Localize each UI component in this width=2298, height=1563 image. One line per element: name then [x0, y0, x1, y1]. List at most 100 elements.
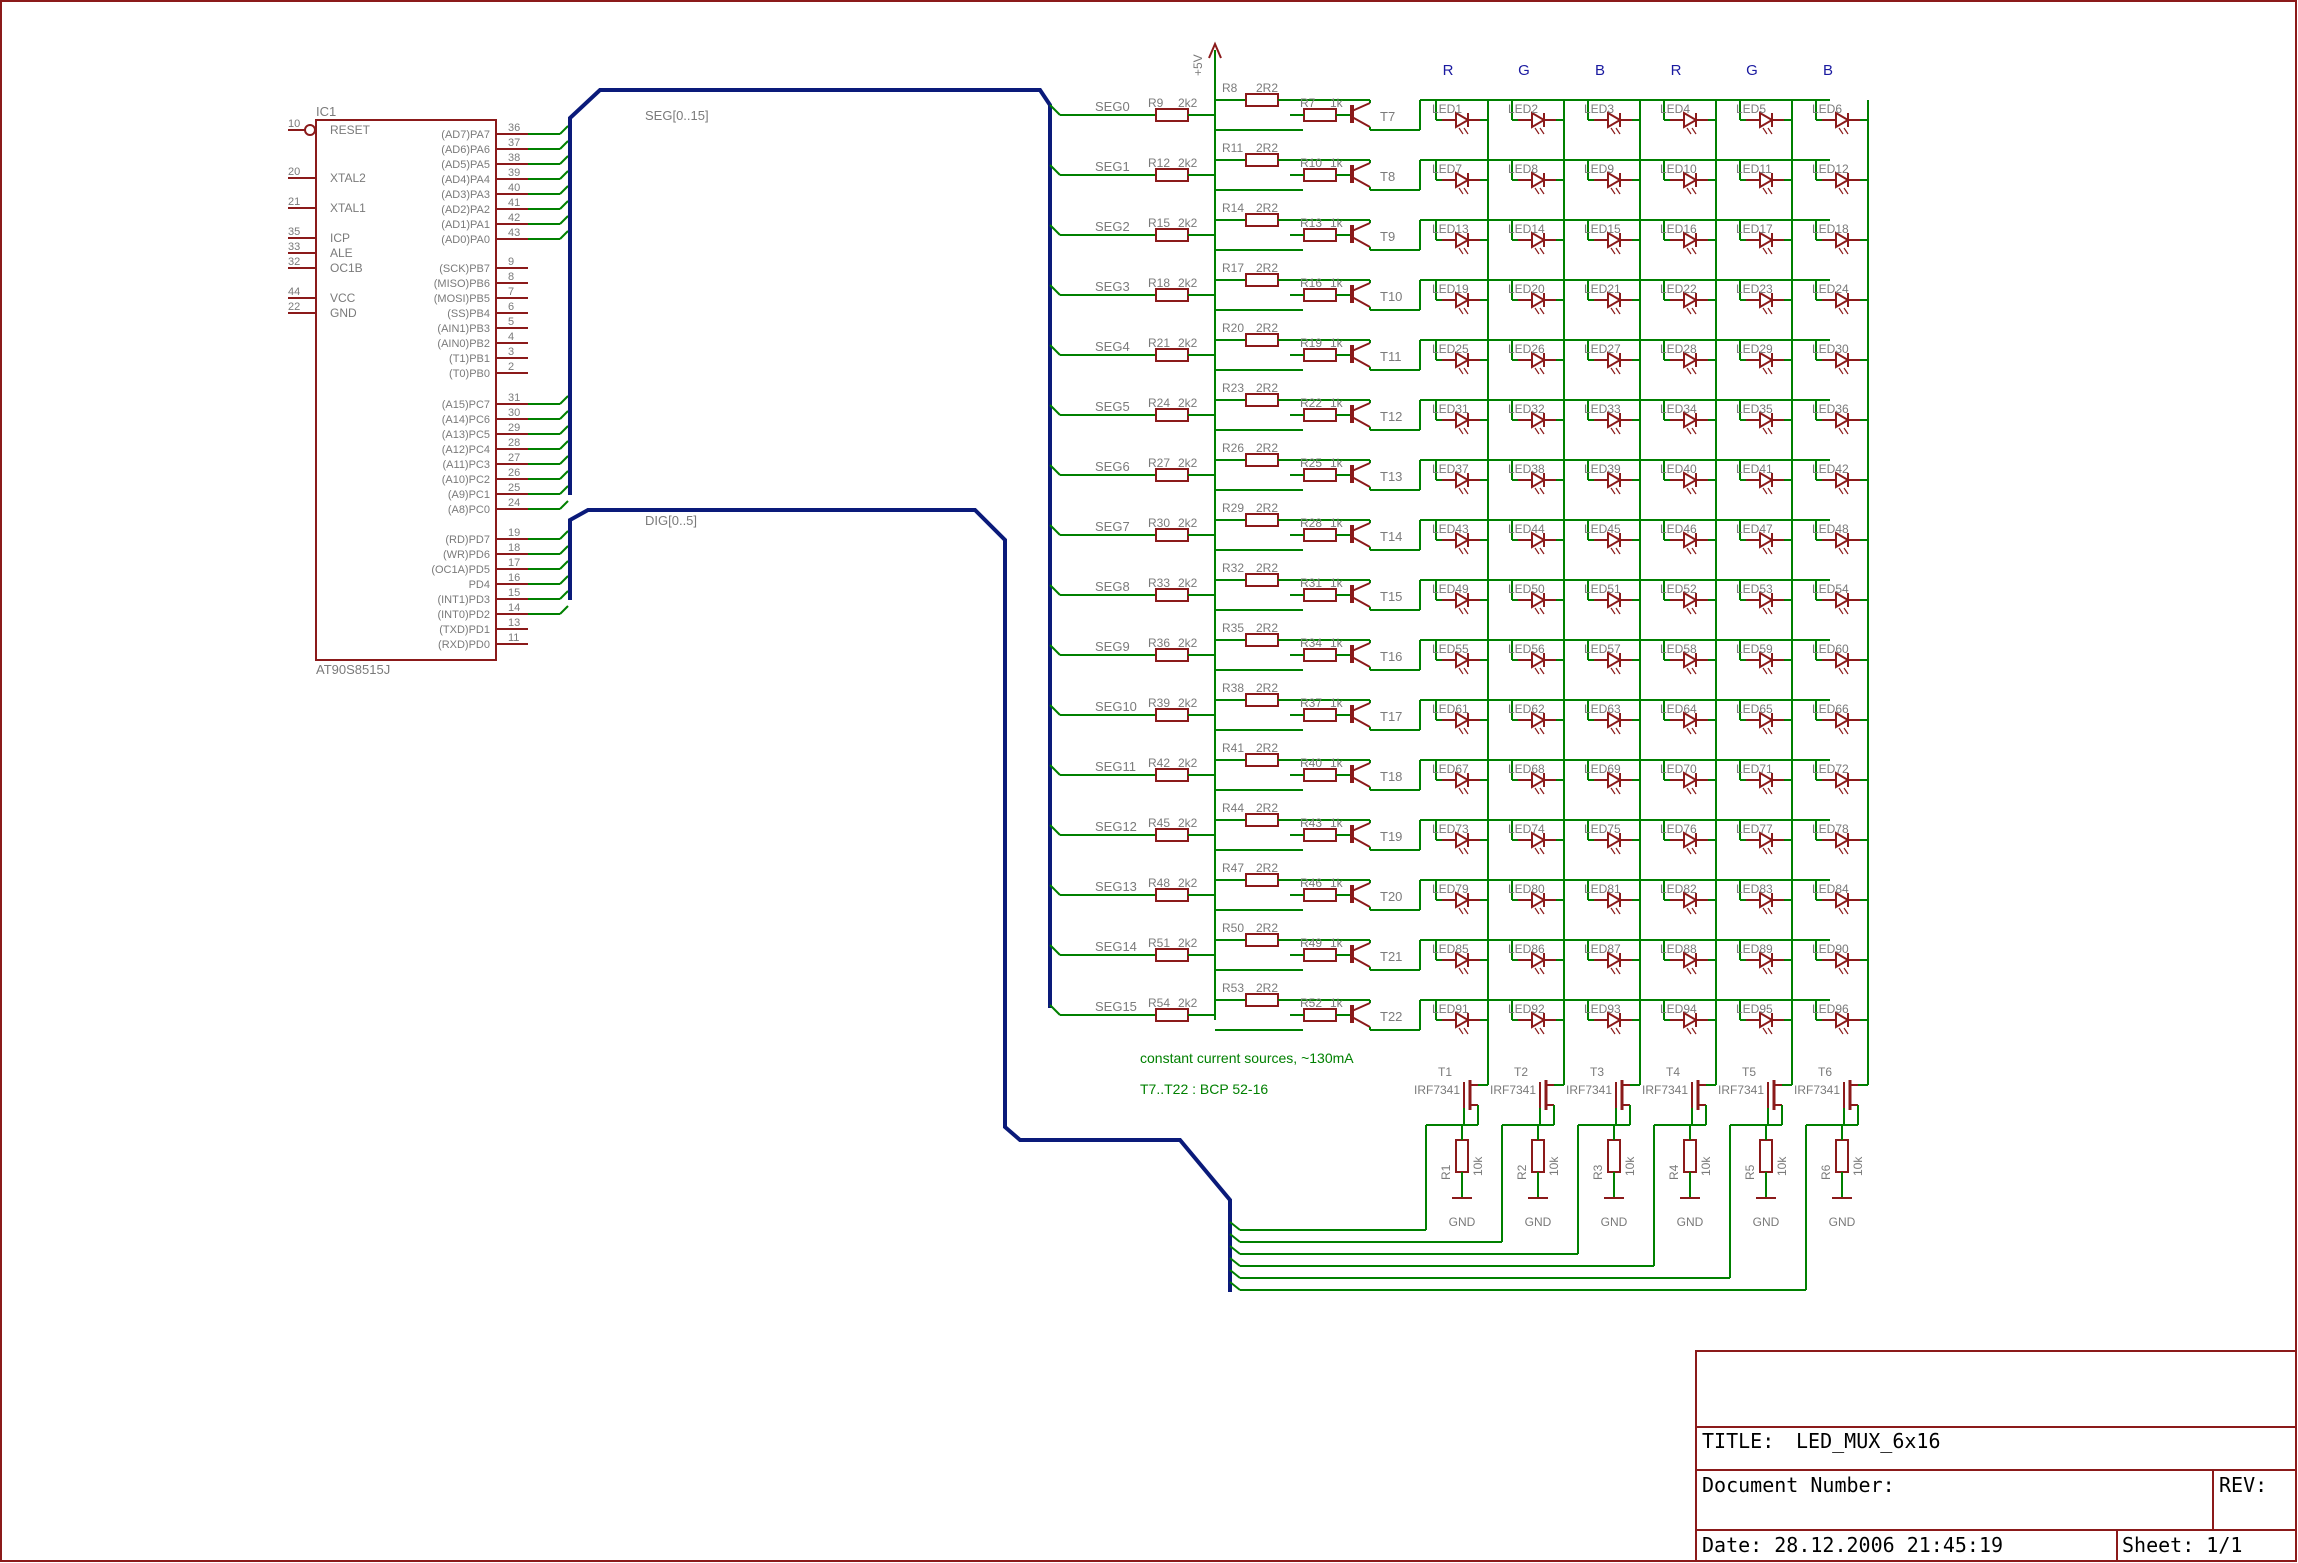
ic-pin-number: 25: [508, 482, 520, 494]
resistor-value: 2k2: [1178, 936, 1198, 950]
led-ref: LED52: [1660, 582, 1697, 596]
led-ref: LED96: [1812, 1002, 1849, 1016]
led-ref: LED91: [1432, 1002, 1469, 1016]
bias-resistor: [1303, 108, 1337, 122]
resistor-ref: R10: [1300, 156, 1322, 170]
transistor-ref: T13: [1380, 469, 1402, 484]
led-ref: LED50: [1508, 582, 1545, 596]
led: [1821, 352, 1861, 375]
resistor-value: 2k2: [1178, 636, 1198, 650]
led-ref: LED33: [1584, 402, 1621, 416]
ic-pin-label: (AIN1)PB3: [437, 323, 490, 335]
base-resistor: [1155, 528, 1189, 542]
resistor-value: 2R2: [1256, 501, 1278, 515]
led: [1745, 892, 1785, 915]
led: [1669, 1012, 1709, 1035]
supply-arrow: [1208, 41, 1222, 59]
bus-tap: [559, 425, 569, 435]
led-ref: LED83: [1736, 882, 1773, 896]
seg-tap: [1049, 704, 1061, 716]
resistor-value: 2k2: [1178, 696, 1198, 710]
led: [1441, 652, 1481, 675]
ic-pin-number: 36: [508, 122, 520, 134]
ic-pin-number: 22: [288, 301, 300, 313]
led: [1669, 292, 1709, 315]
led: [1441, 592, 1481, 615]
resistor-value: 2k2: [1178, 156, 1198, 170]
sense-resistor: [1245, 213, 1279, 227]
resistor-value: 2k2: [1178, 336, 1198, 350]
led-ref: LED6: [1812, 102, 1842, 116]
led-ref: LED43: [1432, 522, 1469, 536]
led: [1593, 592, 1633, 615]
transistor-emitter: [1351, 762, 1371, 772]
ic-pin-number: 8: [508, 271, 514, 283]
transistor-emitter: [1351, 882, 1371, 892]
mosfet-ref: T5: [1742, 1065, 1756, 1079]
ic-pin-number: 13: [508, 617, 520, 629]
led-ref: LED42: [1812, 462, 1849, 476]
ic-pin-number: 14: [508, 602, 520, 614]
ic-pin-label: VCC: [330, 291, 356, 305]
led: [1745, 772, 1785, 795]
led: [1517, 652, 1557, 675]
base-resistor: [1155, 348, 1189, 362]
led: [1593, 892, 1633, 915]
led-ref: LED35: [1736, 402, 1773, 416]
seg-tap: [1049, 524, 1061, 536]
transistor-emitter: [1351, 942, 1371, 952]
resistor-ref: R9: [1148, 96, 1164, 110]
pulldown-ref: R6: [1819, 1164, 1833, 1180]
led: [1593, 712, 1633, 735]
column-color-label: G: [1746, 62, 1758, 79]
column-color-label: B: [1823, 62, 1833, 79]
bus-tap: [559, 530, 569, 540]
bus-tap: [559, 230, 569, 240]
seg-tap: [1049, 824, 1061, 836]
led: [1517, 1012, 1557, 1035]
bias-resistor: [1303, 948, 1337, 962]
transistor-ref: T8: [1380, 169, 1395, 184]
bus-tap: [559, 560, 569, 570]
ground-label: GND: [1449, 1215, 1476, 1229]
resistor-value: 2R2: [1256, 201, 1278, 215]
resistor-value: 2k2: [1178, 96, 1198, 110]
ic-pin-label: (TXD)PD1: [439, 624, 490, 636]
base-resistor: [1155, 948, 1189, 962]
led-ref: LED4: [1660, 102, 1690, 116]
led-ref: LED41: [1736, 462, 1773, 476]
led-ref: LED22: [1660, 282, 1697, 296]
led: [1669, 832, 1709, 855]
transistor-emitter: [1351, 582, 1371, 592]
ic-pin-number: 17: [508, 557, 520, 569]
led: [1821, 232, 1861, 255]
bus-tap: [559, 500, 569, 510]
column-color-label: R: [1443, 62, 1454, 79]
ic-pin-label: (A11)PC3: [443, 459, 490, 471]
segment-label: SEG0: [1095, 99, 1130, 114]
seg-tap: [1049, 1004, 1061, 1016]
segment-label: SEG14: [1095, 939, 1137, 954]
resistor-ref: R7: [1300, 96, 1316, 110]
resistor-ref: R42: [1148, 756, 1170, 770]
led-ref: LED2: [1508, 102, 1538, 116]
seg-tap: [1049, 764, 1061, 776]
led-ref: LED39: [1584, 462, 1621, 476]
led-ref: LED1: [1432, 102, 1462, 116]
segment-label: SEG7: [1095, 519, 1130, 534]
led-ref: LED57: [1584, 642, 1621, 656]
resistor-value: 2k2: [1178, 996, 1198, 1010]
bias-resistor: [1303, 1008, 1337, 1022]
bus-tap: [559, 455, 569, 465]
resistor-ref: R52: [1300, 996, 1322, 1010]
led: [1441, 352, 1481, 375]
resistor-ref: R32: [1222, 561, 1244, 575]
revision-label: REV:: [2219, 1473, 2267, 1497]
bus-tap: [559, 410, 569, 420]
ic-pin-number: 44: [288, 286, 300, 298]
resistor-ref: R26: [1222, 441, 1244, 455]
ic-pin-label: (T0)PB0: [449, 368, 490, 380]
led: [1821, 892, 1861, 915]
